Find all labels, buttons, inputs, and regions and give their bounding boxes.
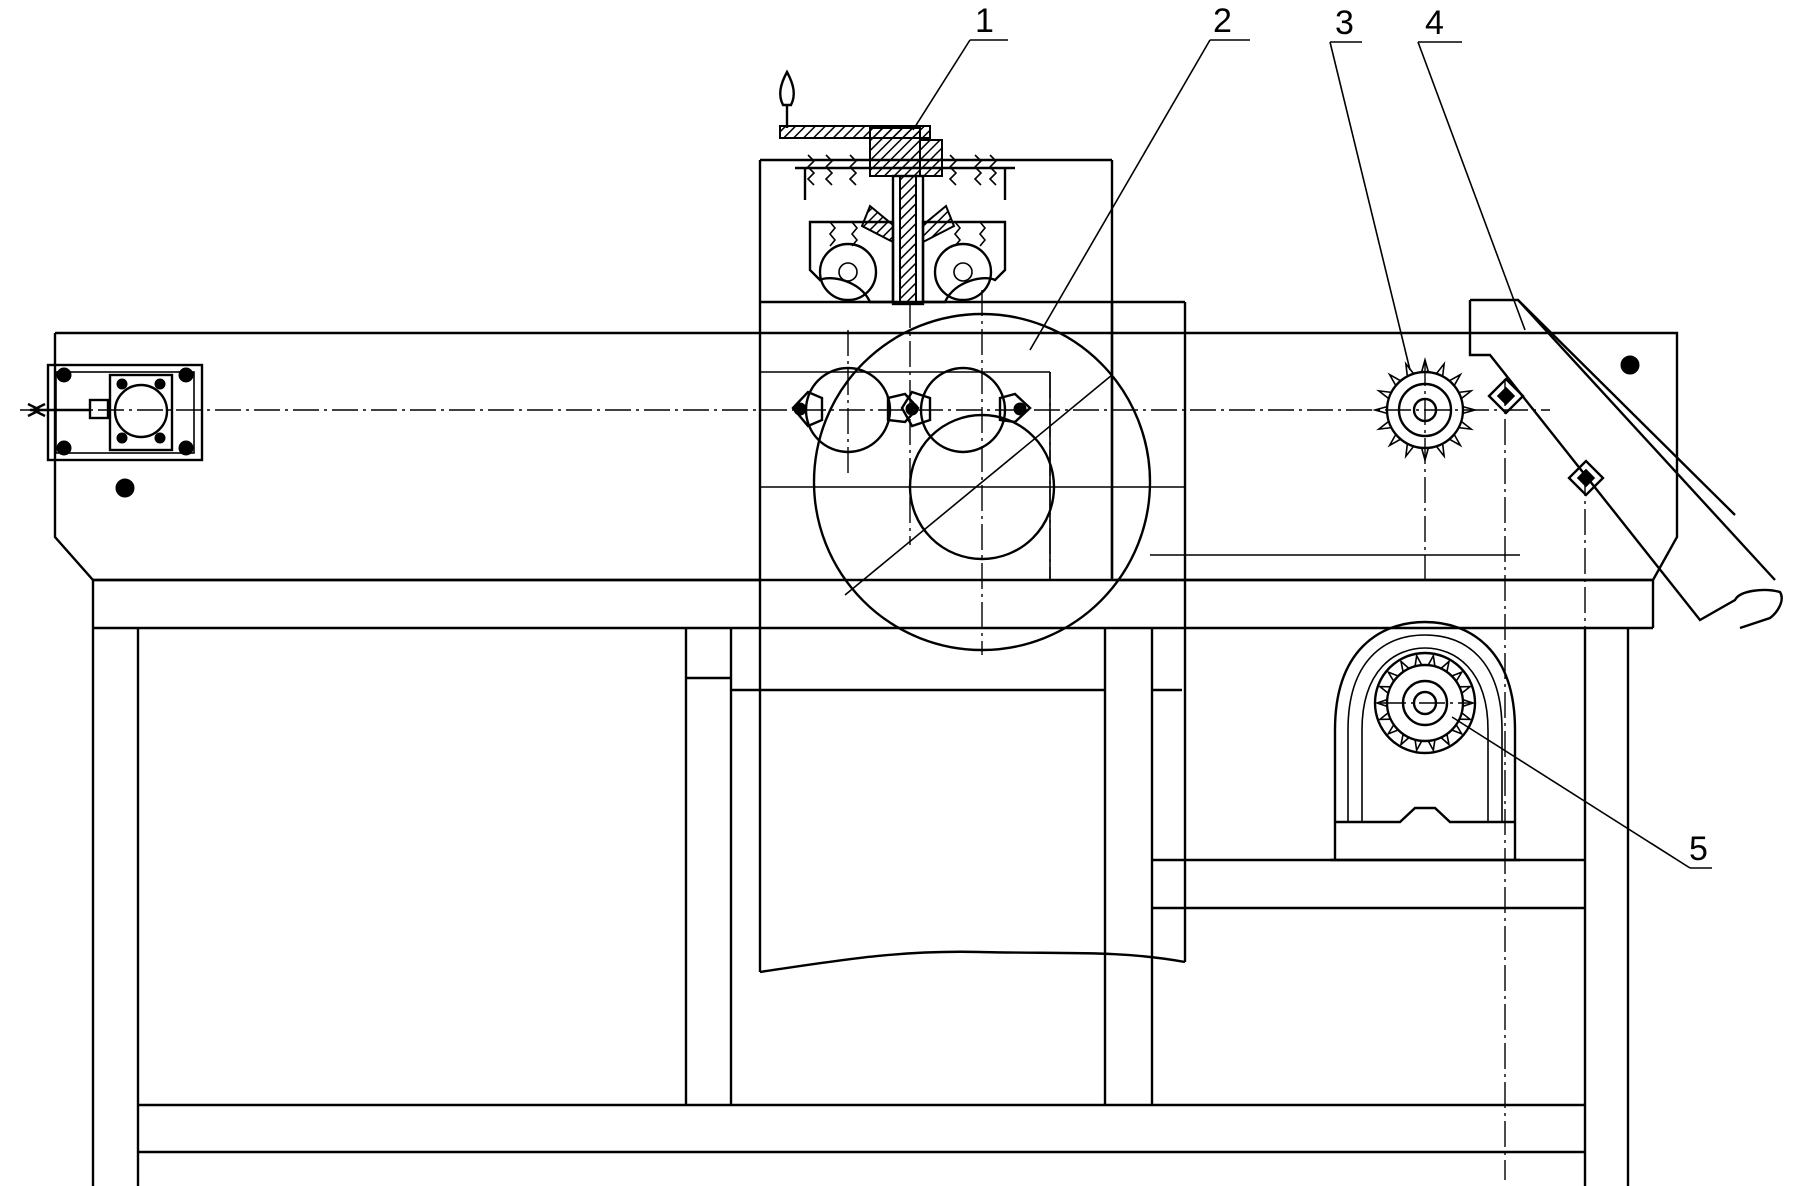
sprocket-tooth — [1372, 405, 1388, 415]
sprocket-tooth — [1376, 420, 1392, 431]
sprocket-tooth — [1404, 443, 1415, 459]
sprocket-tooth — [1399, 659, 1410, 673]
callout-5-label: 5 — [1689, 830, 1708, 868]
callout-3: 3 — [1329, 4, 1411, 371]
sprocket-tooth — [1386, 670, 1399, 682]
sprocket-tooth — [1427, 653, 1436, 667]
sprocket-tooth — [1404, 361, 1415, 377]
sprocket-tooth — [1451, 724, 1464, 736]
sprocket-tooth — [1377, 712, 1391, 721]
sprocket-tooth — [1440, 733, 1451, 747]
sprocket-tooth — [1459, 685, 1473, 694]
sprocket-tooth — [1435, 361, 1446, 377]
sprocket-tooth — [1427, 739, 1436, 753]
sprocket-tooth — [1374, 698, 1388, 708]
callout-5: 5 — [1451, 716, 1712, 869]
sprocket-tooth — [1451, 670, 1464, 682]
central-tower-housing — [758, 158, 1187, 974]
sprocket-tooth — [1448, 372, 1463, 387]
sprocket-tooth — [1458, 389, 1474, 400]
callout-4: 4 — [1417, 4, 1526, 331]
frame-bolt — [1620, 355, 1640, 375]
motor-reducer-sprocket-icon — [1330, 620, 1520, 862]
callout-2: 2 — [1029, 2, 1250, 351]
sprocket-tooth — [1387, 372, 1402, 387]
sprocket-tooth — [1435, 443, 1446, 459]
discharge-chute-icon — [1468, 298, 1783, 630]
adjusting-handwheel-icon — [779, 69, 1015, 306]
callout-1: 1 — [912, 2, 1008, 131]
sprocket-tooth — [1386, 724, 1399, 736]
sprocket-tooth — [1377, 685, 1391, 694]
callout-4-label: 4 — [1425, 4, 1444, 42]
large-roller-icon — [791, 290, 1152, 655]
sprocket-tooth — [1458, 420, 1474, 431]
callout-1-label: 1 — [975, 2, 994, 40]
callout-2-label: 2 — [1213, 2, 1232, 40]
sprocket-tooth — [1462, 698, 1476, 708]
frame-bolt — [115, 478, 135, 498]
sprocket-tooth — [1440, 659, 1451, 673]
sprocket-tooth — [1414, 739, 1423, 753]
sprocket-tooth — [1459, 712, 1473, 721]
sprocket-tooth — [1376, 389, 1392, 400]
sprocket-tooth — [1387, 433, 1402, 448]
machine-frame — [53, 331, 1679, 1186]
callout-3-label: 3 — [1335, 4, 1354, 42]
sprocket-tooth — [1448, 433, 1463, 448]
left-bearing-housing — [27, 363, 204, 462]
sprocket-tooth — [1414, 653, 1423, 667]
sprocket-tooth — [1399, 733, 1410, 747]
